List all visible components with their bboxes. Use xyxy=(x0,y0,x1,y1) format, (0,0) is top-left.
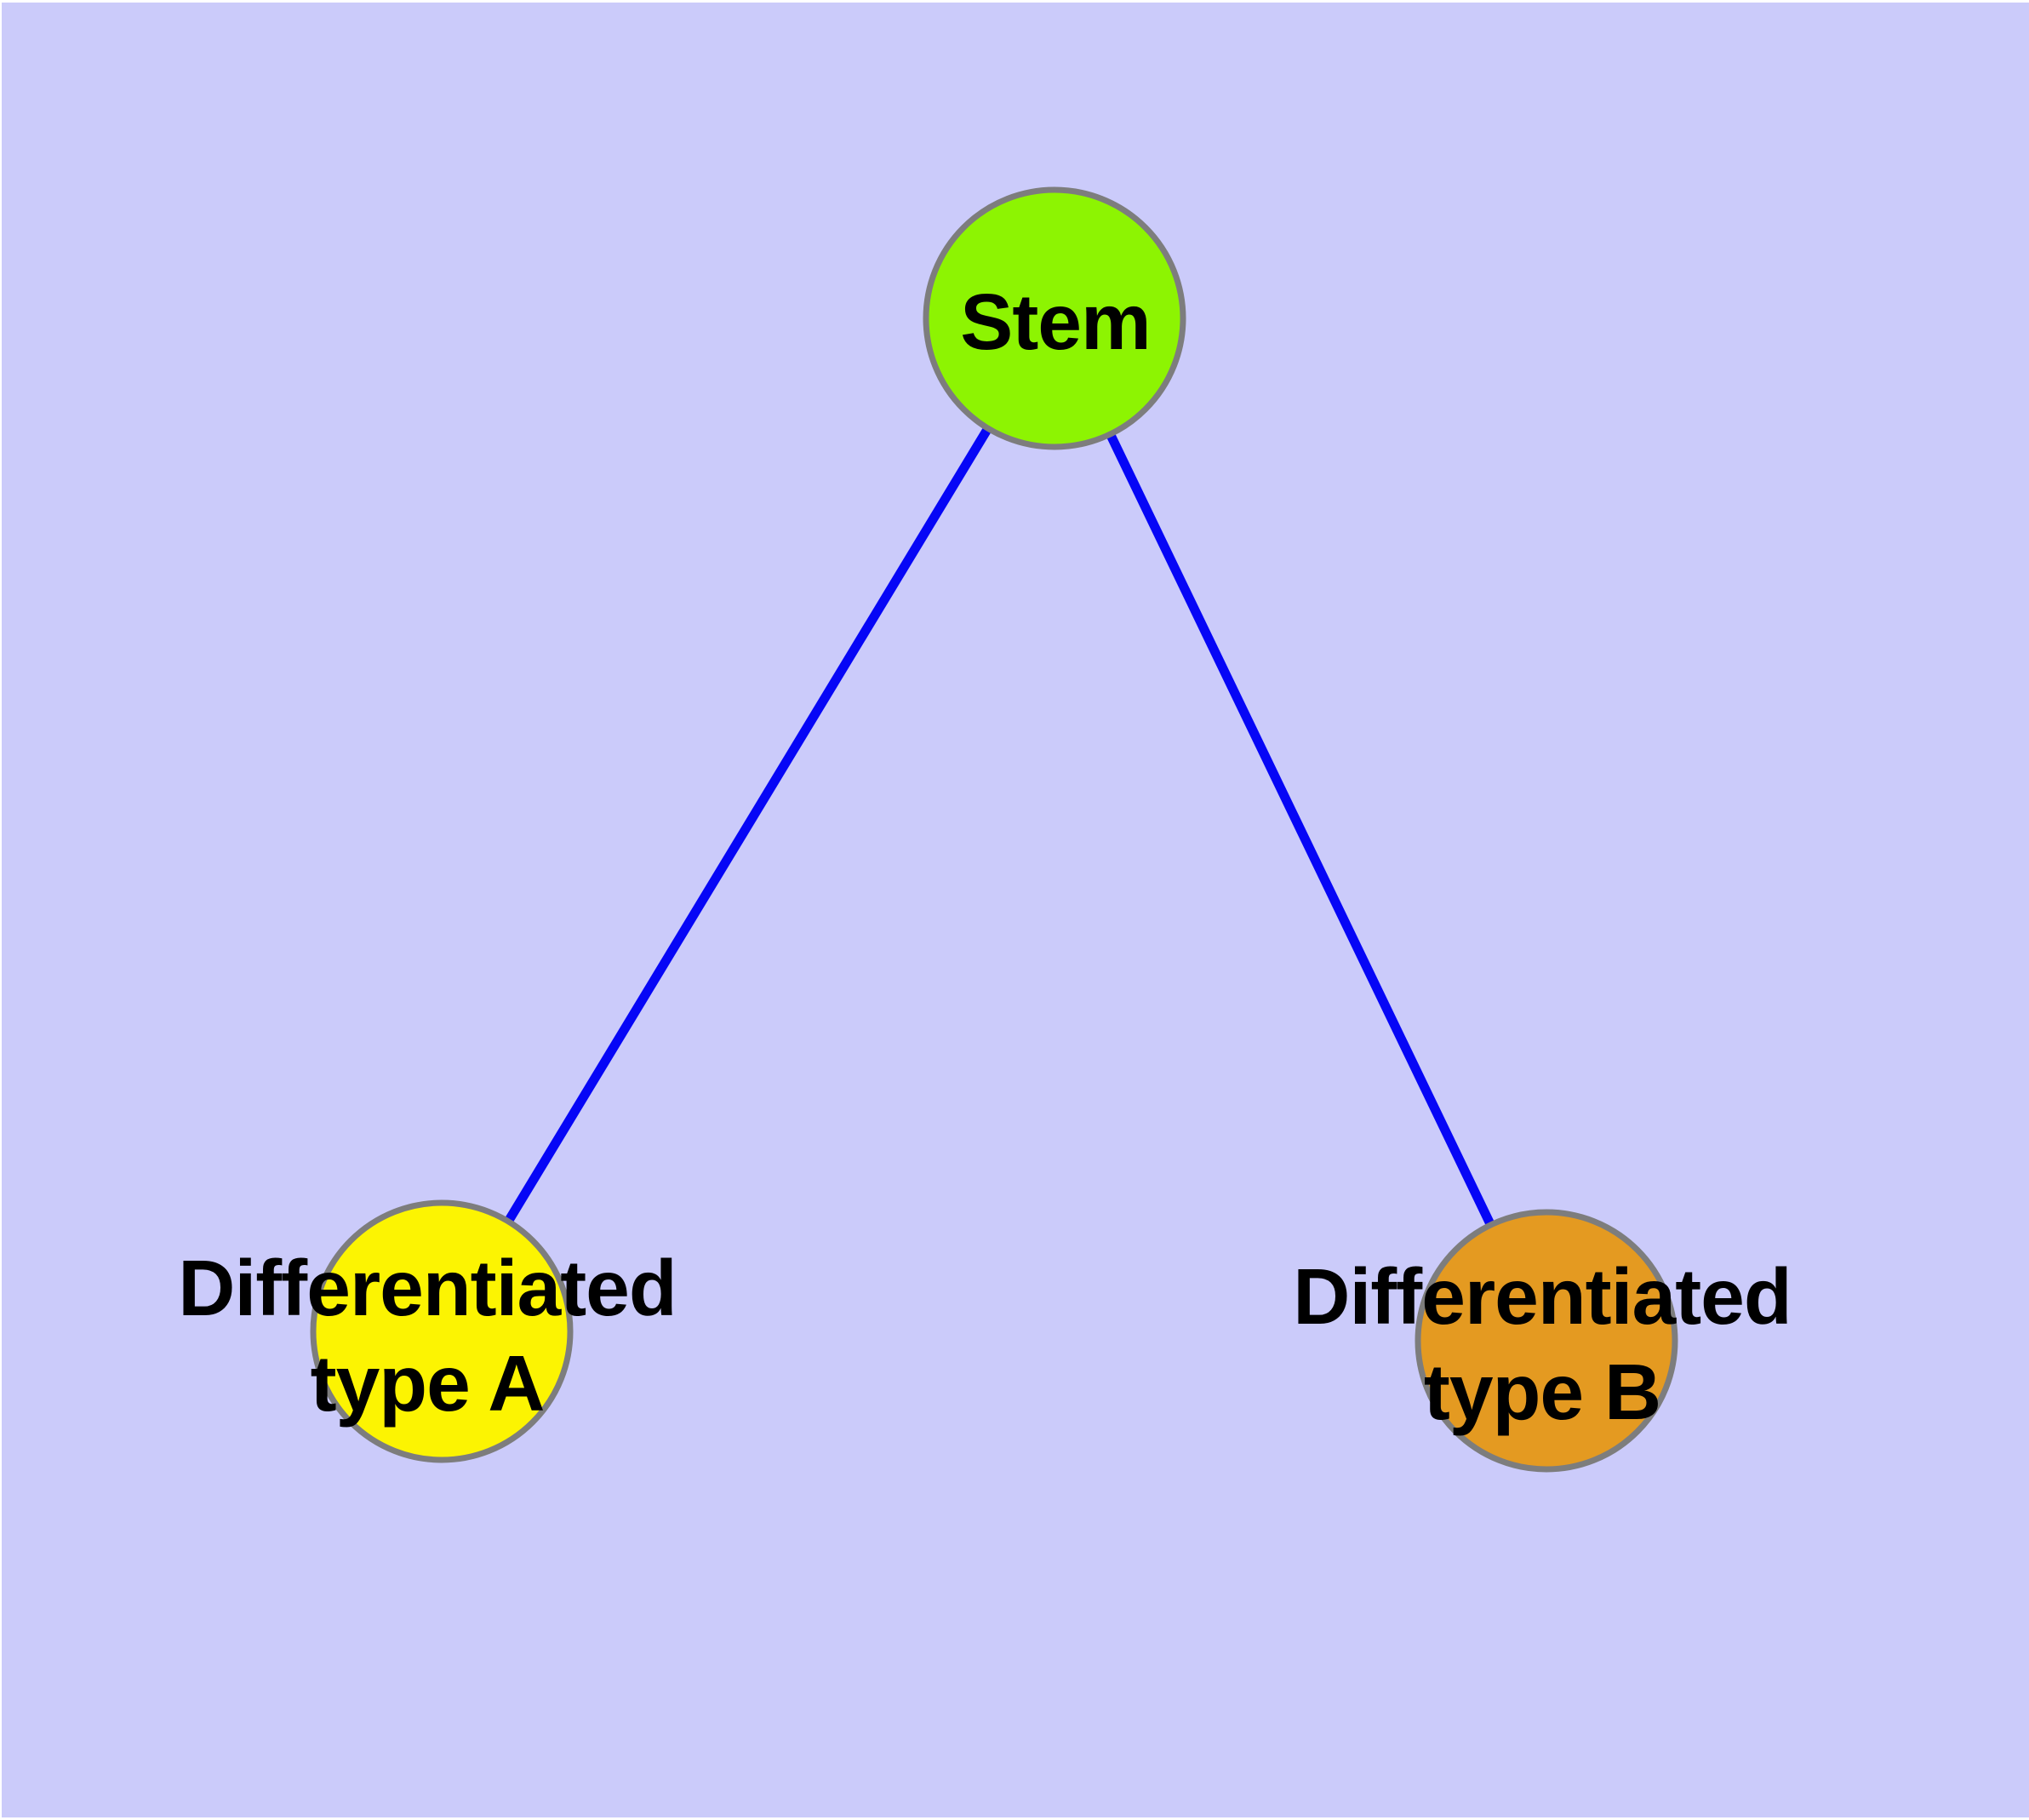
node-type-a-label-line1: Differentiated xyxy=(178,1244,677,1332)
node-stem-label: Stem xyxy=(960,274,1151,369)
node-stem-label-text: Stem xyxy=(960,278,1151,366)
edge-stem-to-type-a xyxy=(437,316,1059,1334)
edge-stem-to-type-b xyxy=(1050,316,1551,1343)
node-type-a-label: Differentiated type A xyxy=(178,1240,677,1431)
node-type-b-label-line1: Differentiated xyxy=(1293,1252,1792,1341)
node-type-b-label: Differentiated type B xyxy=(1293,1249,1792,1439)
node-type-a xyxy=(310,1199,574,1463)
node-type-b-label-line2: type B xyxy=(1423,1348,1661,1436)
node-stem xyxy=(923,186,1186,450)
node-type-b xyxy=(1415,1209,1678,1473)
node-type-a-label-line2: type A xyxy=(310,1339,546,1428)
